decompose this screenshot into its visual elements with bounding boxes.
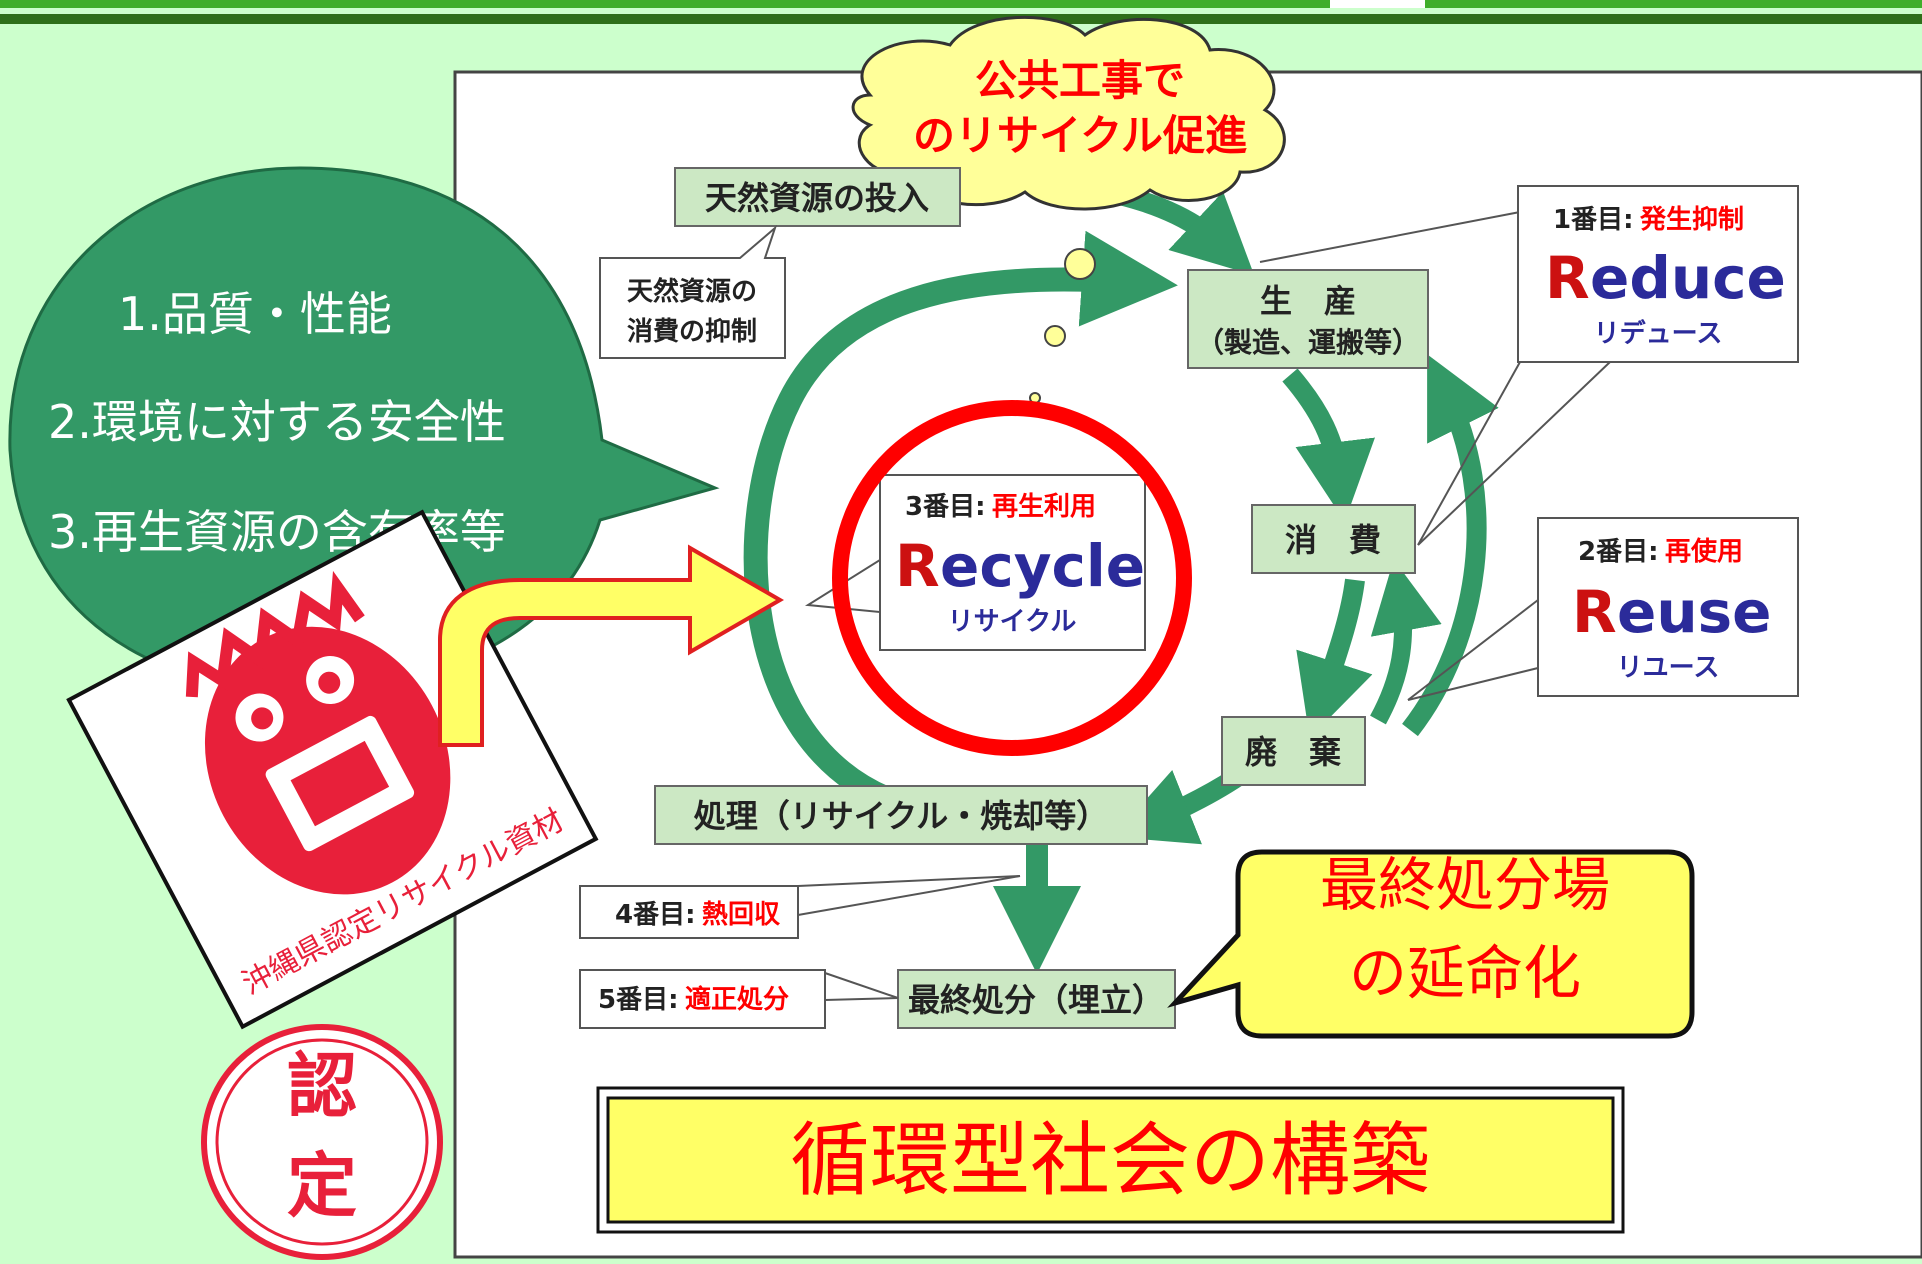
treatment-label: 処理（リサイクル・焼却等） <box>694 797 1108 835</box>
box-production: 生 産 （製造、運搬等） <box>1187 269 1429 369</box>
header-logo-tab <box>1330 0 1425 8</box>
note-natural-suppression: 天然資源の 消費の抑制 <box>599 224 786 359</box>
natural-note-line2: 消費の抑制 <box>627 317 757 347</box>
banner-text: 循環型社会の構築 <box>790 1114 1430 1207</box>
landfill-line1: 最終処分場 <box>1320 851 1610 919</box>
thought-dot-medium <box>1044 325 1066 347</box>
proper-prefix: 5番目: <box>598 985 679 1015</box>
recycle-kana: リサイクル <box>948 607 1077 637</box>
reduce-initial: R <box>1545 244 1590 312</box>
reduce-rest: educe <box>1590 244 1786 312</box>
reuse-kana: リユース <box>1617 653 1720 683</box>
reuse-prefix: 2番目: <box>1578 537 1659 567</box>
callout-proper-disposal: 5番目: 適正処分 <box>579 969 899 1029</box>
production-line1: 生 産 <box>1260 282 1356 320</box>
callout-recycle: 3番目: 再生利用 R ecycle リサイクル <box>804 474 1146 651</box>
heat-jp: 熱回収 <box>702 900 781 930</box>
certified-seal: 認 定 <box>201 1024 443 1260</box>
reuse-initial: R <box>1572 578 1617 646</box>
landfill-line2: の延命化 <box>1349 939 1581 1007</box>
reuse-rest: euse <box>1617 578 1772 646</box>
reduce-prefix: 1番目: <box>1553 205 1634 235</box>
arrow-production-to-consumption <box>1282 368 1375 522</box>
seal-char2: 定 <box>287 1145 357 1227</box>
callout-reduce: 1番目: 発生抑制 R educe リデュース <box>1259 185 1799 546</box>
reduce-jp: 発生抑制 <box>1639 205 1744 235</box>
banner: 循環型社会の構築 <box>596 1086 1625 1234</box>
box-treatment: 処理（リサイクル・焼却等） <box>654 785 1148 845</box>
loop-arrow-recycle <box>743 230 1178 812</box>
box-final-disposal: 最終処分（埋立） <box>897 969 1176 1029</box>
recycle-initial: R <box>895 532 940 600</box>
recycle-prefix: 3番目: <box>905 492 986 522</box>
box-natural-input: 天然資源の投入 <box>674 167 961 227</box>
final-disposal-label: 最終処分（埋立） <box>908 981 1164 1019</box>
seal-char1: 認 <box>287 1045 357 1127</box>
box-consumption: 消 費 <box>1251 504 1416 574</box>
callout-reuse: 2番目: 再使用 R euse リユース <box>1407 517 1799 701</box>
natural-input-label: 天然資源の投入 <box>705 179 929 217</box>
header-bar-dark <box>0 14 1922 24</box>
consumption-label: 消 費 <box>1285 521 1381 559</box>
criteria-item1: 1.品質・性能 <box>118 287 392 341</box>
shisa-mark <box>185 570 451 895</box>
reduce-kana: リデュース <box>1594 318 1723 349</box>
cloud-text-line1: 公共工事で <box>975 56 1185 105</box>
heat-prefix: 4番目: <box>615 900 696 930</box>
cloud-text-line2: のリサイクル促進 <box>913 111 1247 160</box>
disposal-label: 廃 棄 <box>1245 733 1342 771</box>
arrow-disposal-to-consumption <box>1370 559 1442 725</box>
arrow-disposal-to-production <box>1402 354 1499 737</box>
criteria-item2: 2.環境に対する安全性 <box>48 395 506 449</box>
callout-heat-recovery: 4番目: 熱回収 <box>579 875 1021 939</box>
box-disposal: 廃 棄 <box>1221 716 1366 786</box>
arrow-consumption-to-disposal <box>1296 578 1373 739</box>
recycle-highlight-circle <box>832 400 1192 756</box>
recycle-rest: ecycle <box>940 532 1145 600</box>
production-line2: （製造、運搬等） <box>1196 326 1420 359</box>
pointer-arrow <box>438 544 784 747</box>
thought-dot-large <box>1064 248 1096 280</box>
recycle-jp: 再生利用 <box>992 492 1096 522</box>
proper-jp: 適正処分 <box>685 984 789 1015</box>
reuse-jp: 再使用 <box>1665 537 1743 567</box>
landfill-callout: 最終処分場 の延命化 <box>1167 849 1695 1039</box>
natural-note-line1: 天然資源の <box>627 276 757 307</box>
header-bar-light <box>0 0 1922 8</box>
